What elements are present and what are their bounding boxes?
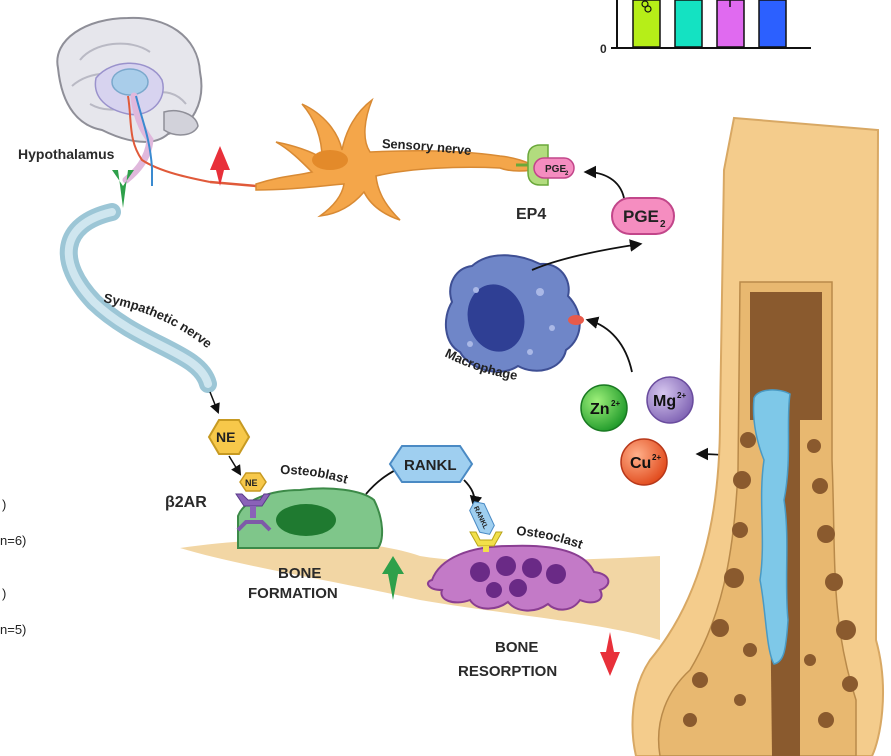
zero-tick-label: 0 <box>600 42 607 56</box>
arrow-rankl-to-osteoclast <box>463 479 483 509</box>
svg-text:Cu: Cu <box>630 455 651 472</box>
left-fragments: ) n=6) ) n=5) <box>0 497 26 637</box>
rankl-hexagon: RANKL <box>388 445 474 483</box>
bone-formation-label-line1: BONE <box>278 565 321 582</box>
ep4-label: EP4 <box>516 206 546 223</box>
svg-text:2: 2 <box>660 219 666 230</box>
magnesium-ion: Mg 2+ <box>646 376 694 424</box>
arrow-ne-to-receptor <box>228 455 242 476</box>
inset-bar <box>632 0 661 48</box>
femur-illustration <box>631 116 885 756</box>
hypothalamus-label: Hypothalamus <box>18 146 115 162</box>
svg-text:RANKL: RANKL <box>404 457 457 474</box>
red-down-arrow <box>600 632 620 676</box>
bone-resorption-label-line1: BONE <box>495 639 538 656</box>
arrow-macrophage-to-pge2 <box>531 239 643 271</box>
osteoblast-illustration: NE <box>235 472 384 549</box>
copper-ion: Cu 2+ <box>620 438 668 486</box>
fragment-text: n=5) <box>0 622 26 637</box>
arrow-to-ne <box>209 391 220 414</box>
brain-illustration <box>56 16 257 188</box>
sympathetic-nerve-illustration <box>59 203 217 393</box>
osteoblast-label: Osteoblast <box>280 462 350 487</box>
fragment-text: ) <box>2 586 6 601</box>
marrow-canal <box>752 389 791 665</box>
arrow-pge2-to-receptor <box>583 165 625 199</box>
norepinephrine-hexagon: NE <box>207 419 251 455</box>
svg-text:NE: NE <box>245 478 258 488</box>
inset-bar-chart: 0 <box>600 0 811 56</box>
inset-bar <box>758 0 787 48</box>
inset-bar <box>716 0 745 48</box>
osteoclast-illustration: RANKL <box>426 501 610 612</box>
svg-text:2+: 2+ <box>677 391 686 400</box>
svg-text:2: 2 <box>565 171 569 177</box>
bone-formation-label-line2: FORMATION <box>248 585 338 602</box>
red-up-arrow <box>210 146 230 186</box>
svg-text:PGE: PGE <box>545 164 566 175</box>
svg-text:NE: NE <box>216 429 235 445</box>
green-up-arrow <box>382 556 404 600</box>
svg-text:2+: 2+ <box>611 399 620 408</box>
data-point <box>644 5 652 13</box>
inset-bar <box>674 0 703 48</box>
arrow-ions-to-macrophage <box>585 316 633 373</box>
svg-text:2+: 2+ <box>652 453 661 462</box>
fragment-text: n=6) <box>0 533 26 548</box>
green-down-arrow <box>112 170 134 208</box>
ne-bound <box>239 472 267 492</box>
beta2ar-label: β2AR <box>165 494 207 511</box>
rankl-bound: RANKL <box>469 501 495 535</box>
ep4-receptor: PGE 2 <box>516 144 575 186</box>
pge2-on-receptor <box>533 157 575 179</box>
sensory-neuron-illustration <box>255 97 543 221</box>
svg-text:Mg: Mg <box>653 393 676 410</box>
bone-resorption-label-line2: RESORPTION <box>458 663 557 680</box>
pge2-badge: PGE 2 <box>611 197 675 235</box>
svg-text:PGE: PGE <box>623 207 659 226</box>
svg-text:Zn: Zn <box>590 401 610 418</box>
data-point <box>641 0 649 8</box>
zinc-ion: Zn 2+ <box>580 384 628 432</box>
macrophage-illustration <box>444 254 584 373</box>
fragment-text: ) <box>2 497 6 512</box>
